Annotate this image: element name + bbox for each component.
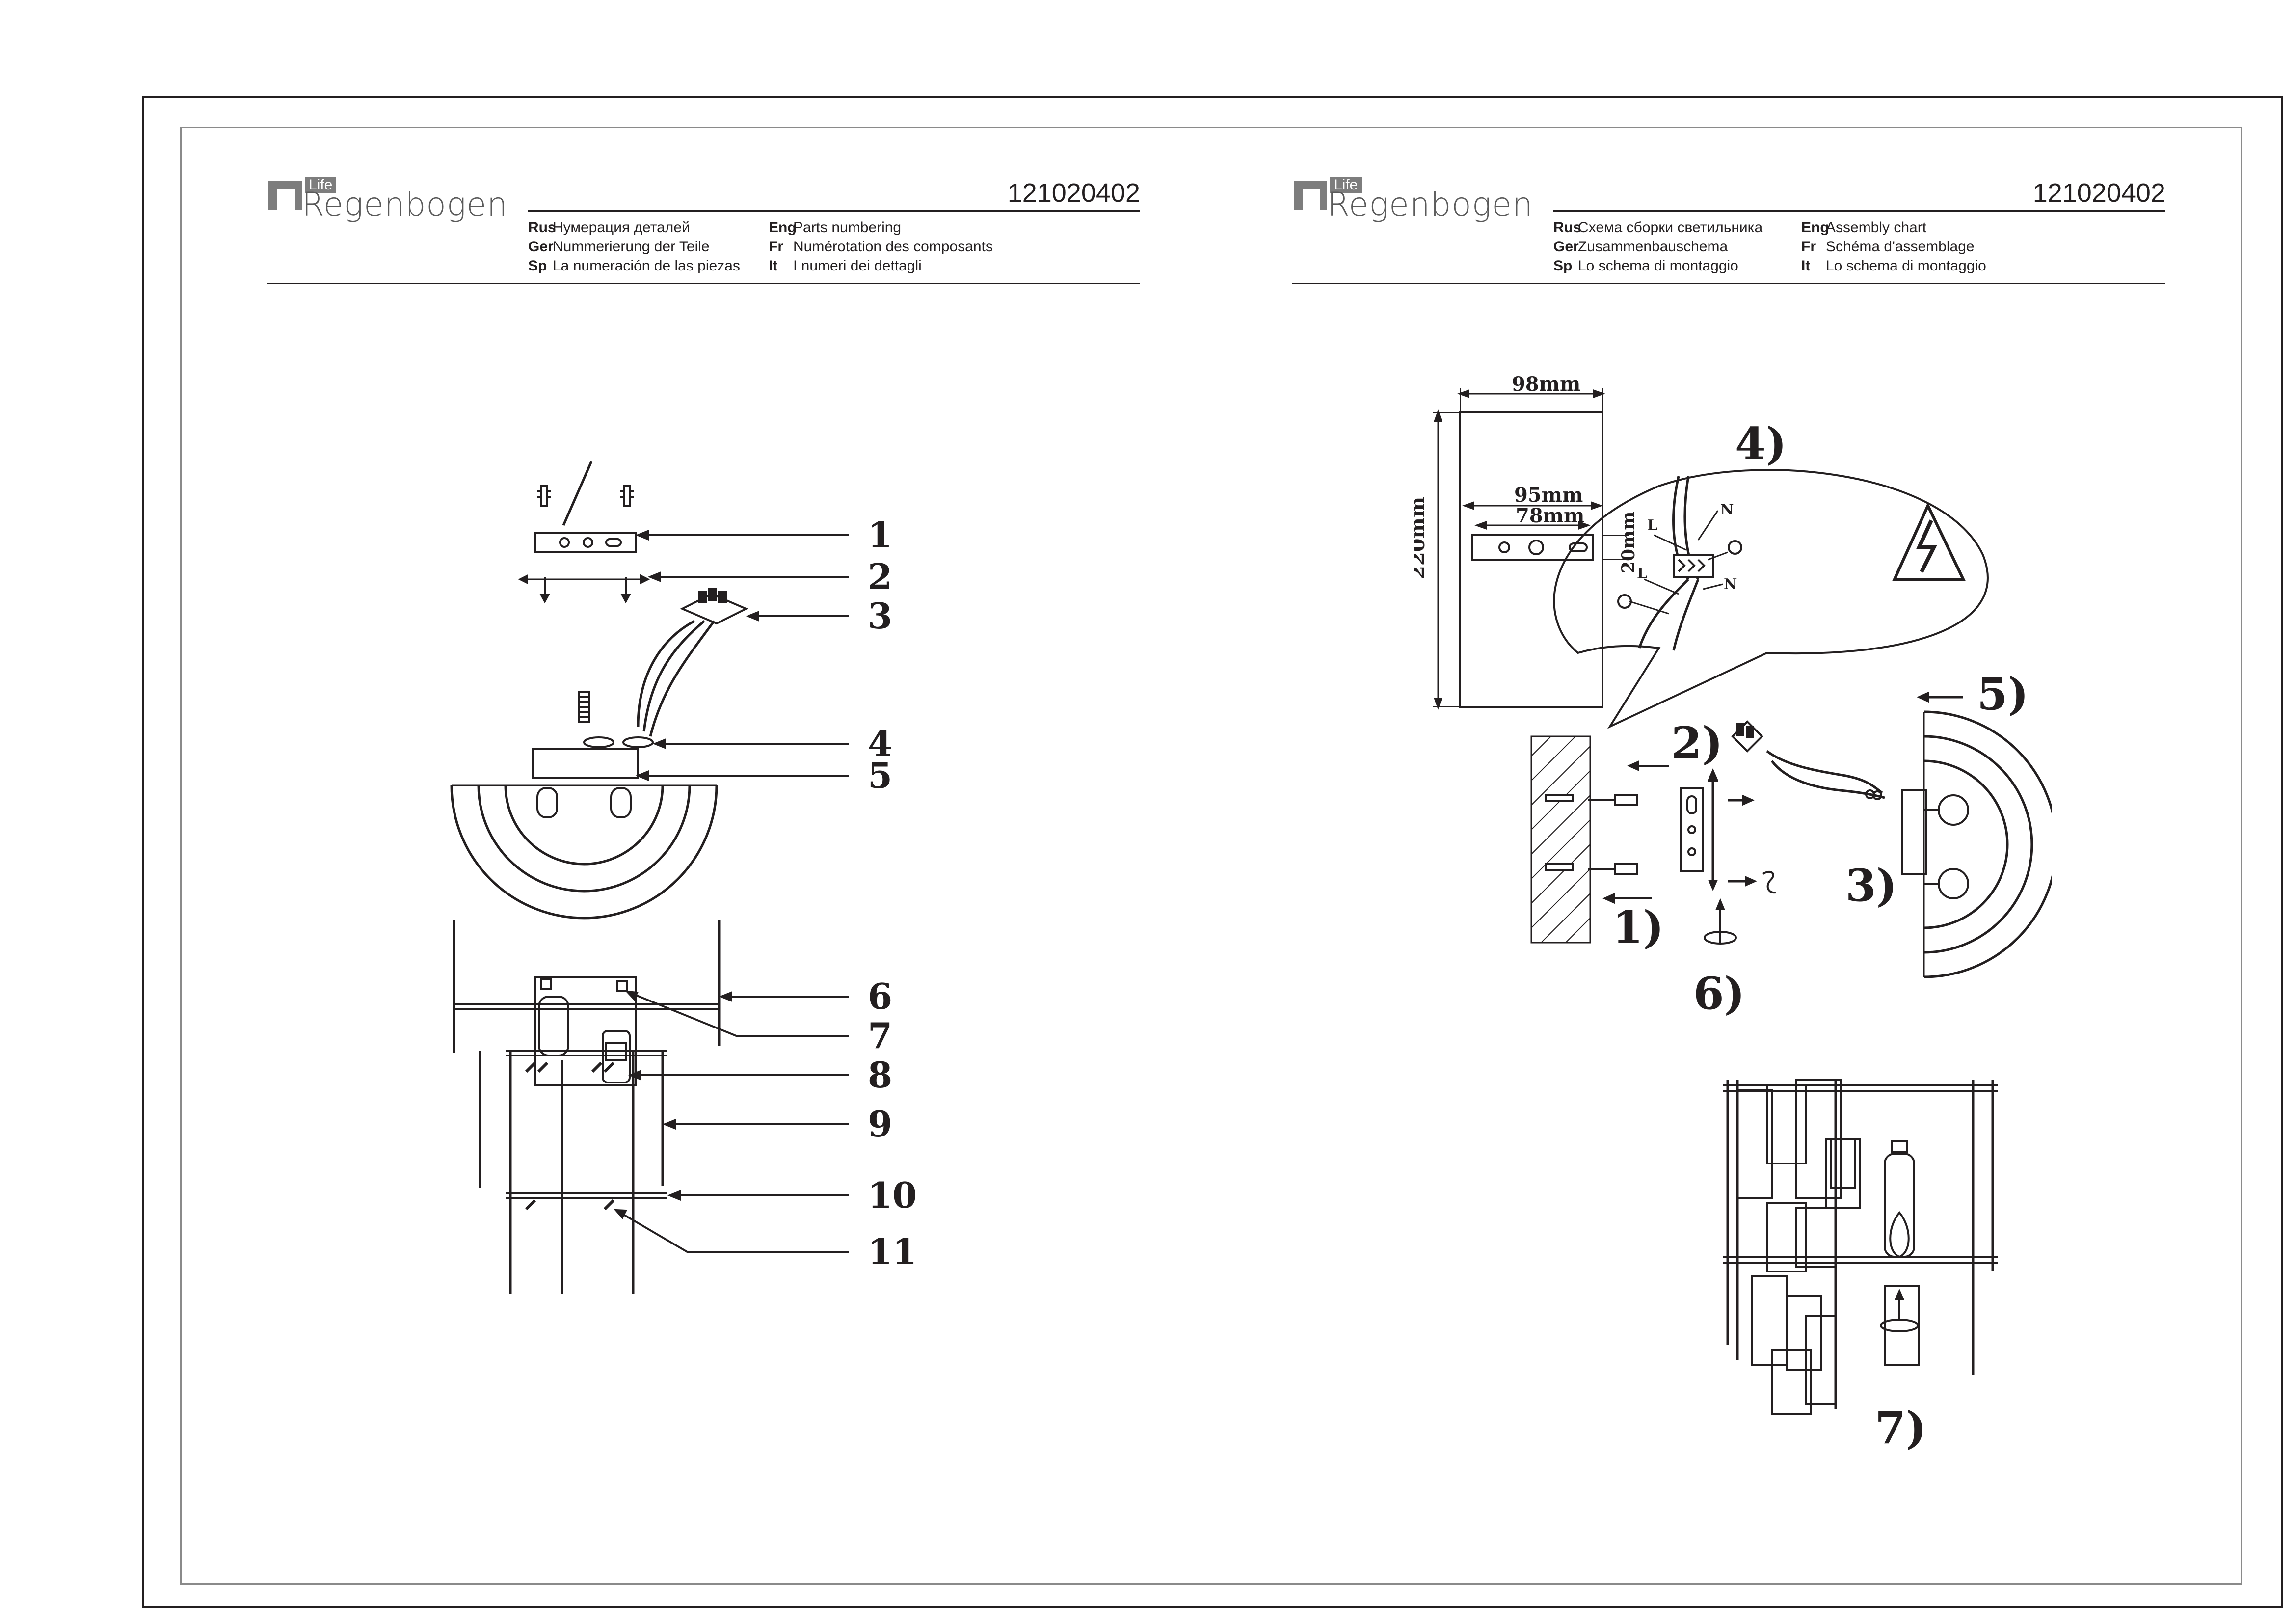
assembled-fixture: [1723, 1079, 1998, 1415]
lang-code: Eng: [1801, 219, 1829, 236]
part-number-label: 2: [868, 556, 892, 597]
logo-mark-icon: [268, 181, 302, 210]
part-number-label: 5: [868, 755, 892, 796]
part-number-label: 4: [868, 723, 892, 764]
logo-name: Regenbogen: [302, 186, 508, 223]
part-number-label: 9: [868, 1103, 892, 1145]
part-number-label: 1: [868, 514, 892, 556]
assembly-diagram: 98mm 95mm 78mm 220mm 20mm L N L N: [1414, 373, 2052, 1454]
wire-label: L: [1647, 517, 1657, 534]
lang-text: Numérotation des composants: [793, 239, 993, 255]
lang-text: Zusammenbauschema: [1578, 239, 1728, 255]
part-number-label: 6: [868, 975, 892, 1017]
header-rule-top: [1553, 210, 2165, 212]
wiring-detail-bubble: [1553, 469, 1989, 729]
step-label: 5): [1977, 668, 2029, 720]
ground-icon: [1728, 540, 1742, 555]
step-label: 1): [1612, 901, 1664, 953]
dimension-drawing: [1433, 388, 1629, 710]
lang-code: Rus: [528, 219, 556, 236]
dimension-label: 98mm: [1512, 373, 1580, 396]
inner-frame: [180, 127, 2242, 1585]
step-label: 2): [1671, 717, 1723, 769]
lang-text: Lo schema di montaggio: [1578, 258, 1738, 274]
outer-frame: [142, 96, 2283, 1608]
ground-icon: [1617, 594, 1632, 609]
lang-text: Схема сборки светильника: [1578, 219, 1763, 236]
logo-life-label: Life: [1330, 177, 1362, 193]
part-number-label: 11: [868, 1231, 917, 1272]
lang-text: Assembly chart: [1826, 219, 1927, 236]
step-label: 3): [1845, 860, 1897, 912]
part-number-label: 7: [868, 1015, 892, 1056]
step-label: 4): [1735, 418, 1787, 470]
wire-label: N: [1720, 501, 1734, 518]
screw-icon: [537, 485, 551, 507]
step-label: 7): [1875, 1402, 1926, 1454]
dimension-label: 95mm: [1514, 484, 1583, 507]
dimension-label: 20mm: [1618, 512, 1639, 573]
dimension-label: 78mm: [1516, 504, 1584, 527]
terminal-block-icon: [680, 588, 748, 625]
parts-diagram: 1 2 3 4 5 6 7 8 9 10 11: [450, 460, 917, 1294]
lang-code: Fr: [769, 239, 783, 255]
wire-label: L: [1637, 565, 1647, 582]
lang-text: Schéma d'assemblage: [1826, 239, 1975, 255]
lang-code: Ger: [528, 239, 554, 255]
lang-code: Eng: [769, 219, 797, 236]
product-code: 121020402: [1007, 178, 1140, 208]
lang-text: I numeri dei dettagli: [793, 258, 922, 274]
lang-text: Parts numbering: [793, 219, 902, 236]
logo-name: Regenbogen: [1327, 186, 1533, 223]
logo-mark-icon: [1294, 181, 1327, 210]
lang-code: Sp: [528, 258, 547, 274]
lang-text: La numeración de las piezas: [553, 258, 740, 274]
lang-code: Rus: [1553, 219, 1581, 236]
screw-icon: [620, 485, 634, 507]
product-code: 121020402: [2032, 178, 2165, 208]
part-number-label: 3: [868, 595, 892, 637]
header-rule-top: [528, 210, 1140, 212]
lang-code: Sp: [1553, 258, 1573, 274]
lang-code: Fr: [1801, 239, 1816, 255]
brand-logo: Life Regenbogen: [1292, 172, 1533, 223]
mounting-bracket: [534, 532, 637, 553]
brand-logo: Life Regenbogen: [267, 172, 507, 223]
header-rule-bottom: [1292, 283, 2165, 284]
logo-life-label: Life: [305, 177, 337, 193]
lang-text: Lo schema di montaggio: [1826, 258, 1986, 274]
part-number-label: 8: [868, 1054, 892, 1096]
lamp-body: [532, 748, 639, 779]
electric-hazard-icon: [1892, 502, 1966, 581]
wall-section: [1530, 735, 1591, 944]
dimension-label: 220mm: [1414, 497, 1429, 579]
lang-code: Ger: [1553, 239, 1579, 255]
step-label: 6): [1693, 968, 1745, 1020]
lang-text: Nummerierung der Teile: [553, 239, 710, 255]
header-rule-bottom: [267, 283, 1140, 284]
lang-code: It: [769, 258, 778, 274]
part-number-label: 10: [868, 1174, 917, 1216]
wire-label: N: [1724, 576, 1737, 593]
lang-code: It: [1801, 258, 1811, 274]
terminal-block-icon: [1731, 720, 1763, 753]
lang-text: Нумерация деталей: [553, 219, 690, 236]
